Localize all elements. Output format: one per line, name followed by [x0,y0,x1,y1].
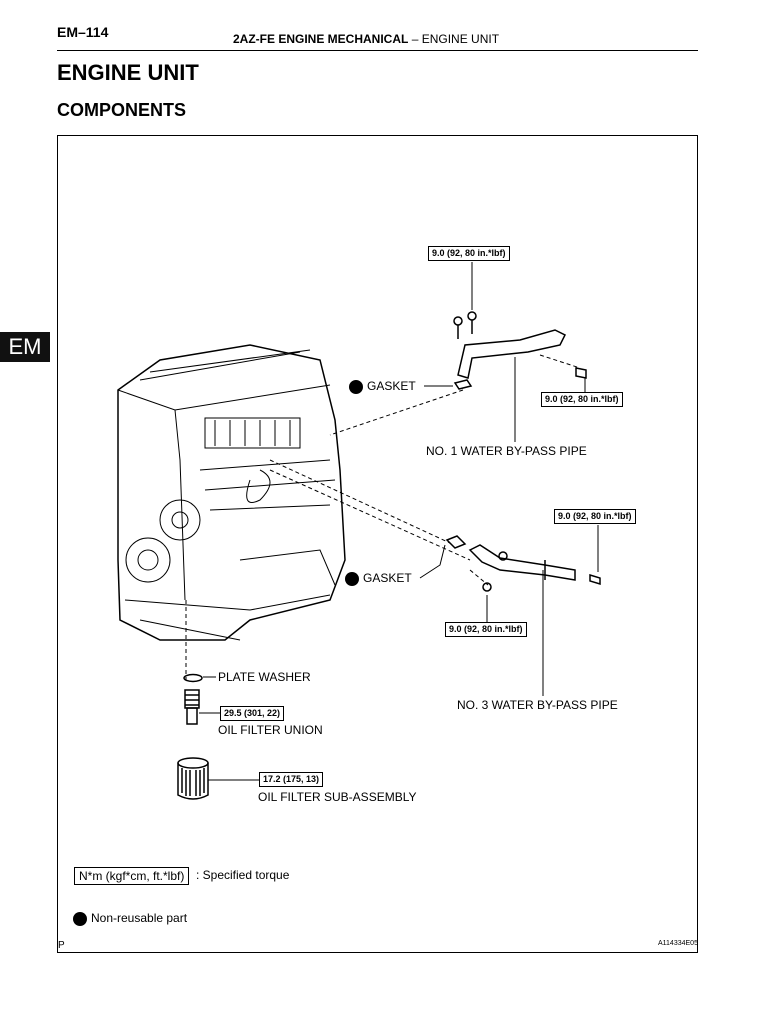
torque-label-oil-filter-union: 29.5 (301, 22) [220,706,285,721]
water-bypass-pipe-3 [445,535,601,592]
plate-washer-label: PLATE WASHER [218,670,311,684]
header-rule [57,50,698,51]
gasket-upper-label: GASKET [349,379,416,394]
oil-filter-union-label: OIL FILTER UNION [218,723,323,737]
torque-label-pipe1-studs: 9.0 (92, 80 in.*lbf) [428,246,510,261]
torque-label-pipe3-bolt: 9.0 (92, 80 in.*lbf) [554,509,636,524]
figure-code: A114334E05 [658,940,698,947]
non-reusable-dot-icon [345,571,359,586]
oil-filter-illustration [177,757,209,800]
non-reusable-dot-icon [73,911,87,926]
gasket-lower-label: GASKET [345,571,412,586]
legend-torque-box: N*m (kgf*cm, ft.*lbf) [74,867,190,885]
sub-title: COMPONENTS [57,100,187,120]
water-pipe-1-label: NO. 1 WATER BY-PASS PIPE [426,444,587,458]
oil-filter-label: OIL FILTER SUB-ASSEMBLY [258,790,417,804]
oil-filter-union-illustration [184,689,200,725]
non-reusable-dot-icon [349,379,363,394]
torque-label-pipe1-bolt: 9.0 (92, 80 in.*lbf) [541,392,623,407]
legend-torque-text: : Specified torque [196,868,290,882]
figure-letter: P [58,940,65,951]
legend-non-reusable: Non-reusable part [73,911,187,926]
plate-washer-illustration [183,673,203,683]
water-pipe-3-label: NO. 3 WATER BY-PASS PIPE [457,698,618,712]
figure-frame [57,135,698,953]
side-tab-em[interactable]: EM [0,332,50,362]
engine-block-illustration [117,344,346,641]
legend-non-reusable-text: Non-reusable part [91,911,188,925]
header-title-bold: 2AZ-FE ENGINE MECHANICAL [233,32,409,46]
page-code: EM–114 [57,24,109,40]
header-title-rest: ENGINE UNIT [421,32,500,46]
section-title: ENGINE UNIT [57,60,199,85]
water-bypass-pipe-1 [453,311,587,390]
header-title: 2AZ-FE ENGINE MECHANICAL – ENGINE UNIT [233,32,499,46]
header-title-separator: – [411,32,419,46]
torque-label-oil-filter: 17.2 (175, 13) [259,772,324,787]
torque-label-pipe3-nut: 9.0 (92, 80 in.*lbf) [445,622,527,637]
